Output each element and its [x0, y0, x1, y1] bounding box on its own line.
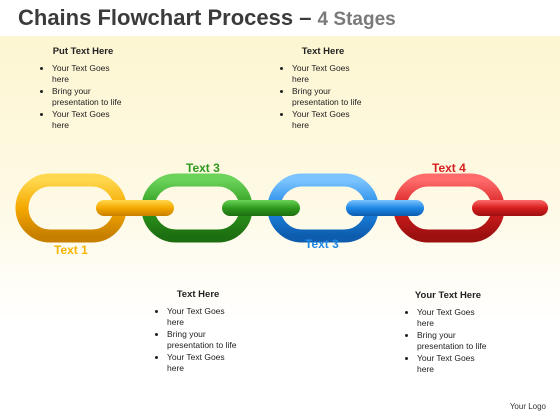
page-title: Chains Flowchart Process – 4 Stages	[18, 5, 396, 31]
bullet-item: Your Text Goes here	[292, 109, 362, 131]
bullet-item: Bring your presentation to life	[292, 86, 362, 108]
block-heading: Put Text Here	[52, 46, 114, 57]
bullet-list: Your Text Goes here Bring your presentat…	[278, 63, 368, 131]
label-text-4: Text 4	[432, 161, 466, 175]
label-text-1: Text 1	[54, 243, 88, 257]
connector-4	[472, 200, 548, 216]
block-heading: Text Here	[176, 289, 220, 300]
bullet-item: Your Text Goes here	[167, 352, 237, 374]
bullet-item: Bring your presentation to life	[417, 330, 487, 352]
bullet-item: Your Text Goes here	[292, 63, 362, 85]
text-block-1: Put Text Here Your Text Goes here Bring …	[38, 46, 128, 132]
text-block-4: Your Text Here Your Text Goes here Bring…	[403, 290, 493, 376]
bullet-item: Bring your presentation to life	[52, 86, 122, 108]
bullet-list: Your Text Goes here Bring your presentat…	[403, 307, 493, 375]
block-heading: Text Here	[301, 46, 345, 57]
label-text-2: Text 3	[186, 161, 220, 175]
bullet-list: Your Text Goes here Bring your presentat…	[153, 306, 243, 374]
bullet-item: Your Text Goes here	[417, 307, 487, 329]
text-block-2: Text Here Your Text Goes here Bring your…	[278, 46, 368, 132]
bullet-item: Your Text Goes here	[167, 306, 237, 328]
bullet-item: Bring your presentation to life	[167, 329, 237, 351]
connector-2	[222, 200, 300, 216]
logo-text: Your Logo	[509, 402, 546, 411]
title-subtitle: 4 Stages	[317, 9, 396, 30]
title-main: Chains Flowchart Process –	[18, 5, 318, 30]
bullet-list: Your Text Goes here Bring your presentat…	[38, 63, 128, 131]
bullet-item: Your Text Goes here	[417, 353, 487, 375]
connector-1	[96, 200, 174, 216]
label-text-3: Text 3	[305, 237, 339, 251]
text-block-3: Text Here Your Text Goes here Bring your…	[153, 289, 243, 375]
bullet-item: Your Text Goes here	[52, 109, 122, 131]
title-bar: Chains Flowchart Process – 4 Stages	[0, 0, 560, 36]
bullet-item: Your Text Goes here	[52, 63, 122, 85]
connector-3	[346, 200, 424, 216]
block-heading: Your Text Here	[414, 290, 482, 301]
